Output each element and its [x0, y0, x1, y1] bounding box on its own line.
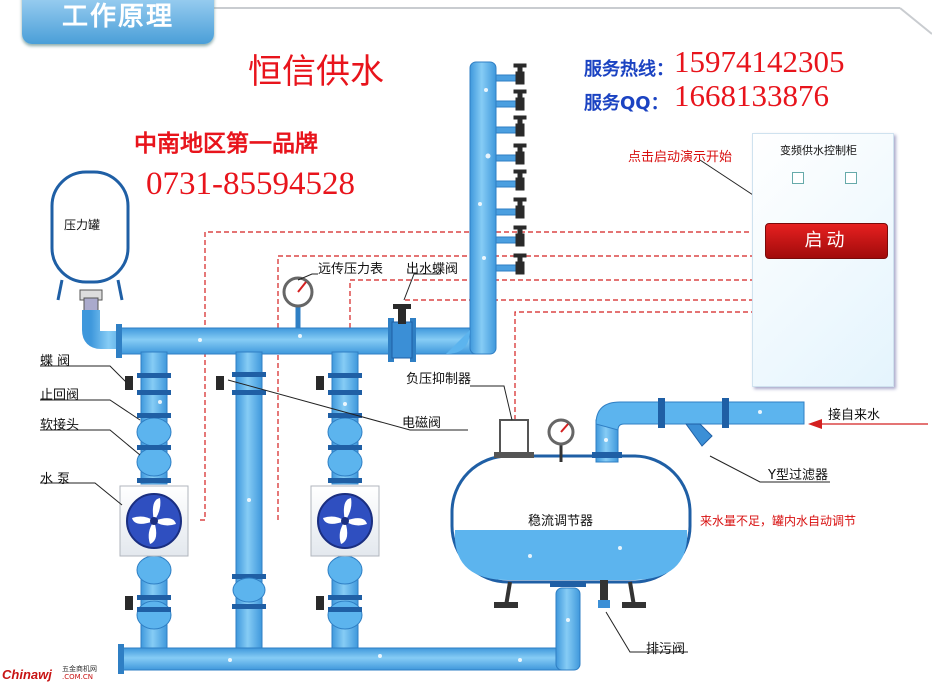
tap-water-label: 接自来水 — [828, 408, 881, 423]
start-hint: 点击启动演示开始 — [628, 150, 733, 165]
pressure-tank-label: 压力罐 — [64, 218, 101, 232]
control-cabinet — [752, 133, 894, 387]
inlet-pipe — [592, 398, 805, 463]
stabilizer-label: 稳流调节器 — [528, 514, 594, 529]
indicator-1 — [792, 172, 804, 184]
control-cabinet-title: 变频供水控制柜 — [780, 144, 857, 157]
butterfly-valve-label: 蝶 阀 — [40, 354, 71, 369]
brand-phone: 0731-85594528 — [146, 166, 355, 202]
qq-number: 1668133876 — [674, 78, 829, 113]
indicator-2 — [845, 172, 857, 184]
qq-label: 服务QQ： — [584, 93, 669, 114]
section-title: 工作原理 — [22, 0, 214, 44]
check-valve-label: 止回阀 — [40, 388, 80, 403]
watermark-domain: .COM.CN — [62, 673, 94, 681]
y-filter-label: Y型过滤器 — [768, 468, 828, 483]
main-header-pipe — [117, 327, 485, 355]
start-button[interactable]: 启动 — [765, 223, 888, 259]
tap-water-arrow — [808, 419, 928, 429]
suction-header-pipe — [121, 647, 563, 671]
pump-1 — [119, 485, 189, 557]
pump-label: 水 泵 — [40, 472, 71, 487]
soft-joint-label: 软接头 — [40, 418, 80, 433]
brand-slogan: 中南地区第一品牌 — [134, 131, 318, 157]
leader-lines — [40, 159, 830, 653]
hotline-label: 服务热线： — [584, 59, 674, 80]
outlet-butterfly-valve — [391, 304, 413, 359]
water-bubbles — [158, 88, 762, 662]
tank-outlet-pipe — [555, 587, 581, 671]
riser-pipe — [469, 61, 497, 355]
tank-pressure-gauge — [547, 418, 575, 462]
remote-gauge-label: 远传压力表 — [318, 262, 384, 277]
pump-column-3 — [316, 351, 363, 659]
bypass-column — [216, 351, 266, 659]
watermark-brand: Chinawj — [2, 667, 52, 682]
watermark-logo: Chinawj — [2, 664, 52, 683]
solenoid-valve-label: 电磁阀 — [402, 416, 442, 431]
outlet-valve-label: 出水蝶阀 — [406, 262, 459, 277]
pressure-tank — [50, 170, 130, 313]
outlet-taps — [495, 63, 527, 275]
watermark-sub: 五金商机网 — [62, 665, 97, 673]
auto-adjust-note: 来水量不足，罐内水自动调节 — [700, 514, 857, 528]
drain-valve-label: 排污阀 — [646, 642, 686, 657]
hotline-number: 15974142305 — [674, 44, 845, 79]
brand-name: 恒信供水 — [248, 52, 384, 92]
drain-valve — [598, 580, 610, 608]
stabilizer-tank — [450, 454, 692, 608]
negative-pressure-label: 负压抑制器 — [406, 372, 472, 387]
remote-pressure-gauge — [282, 276, 314, 328]
header-flanges — [116, 318, 416, 362]
pump-column-1 — [125, 351, 172, 659]
top-rule — [214, 7, 932, 35]
negative-pressure-suppressor — [494, 419, 534, 458]
pump-2 — [310, 485, 380, 557]
tank-pipe — [82, 310, 130, 349]
